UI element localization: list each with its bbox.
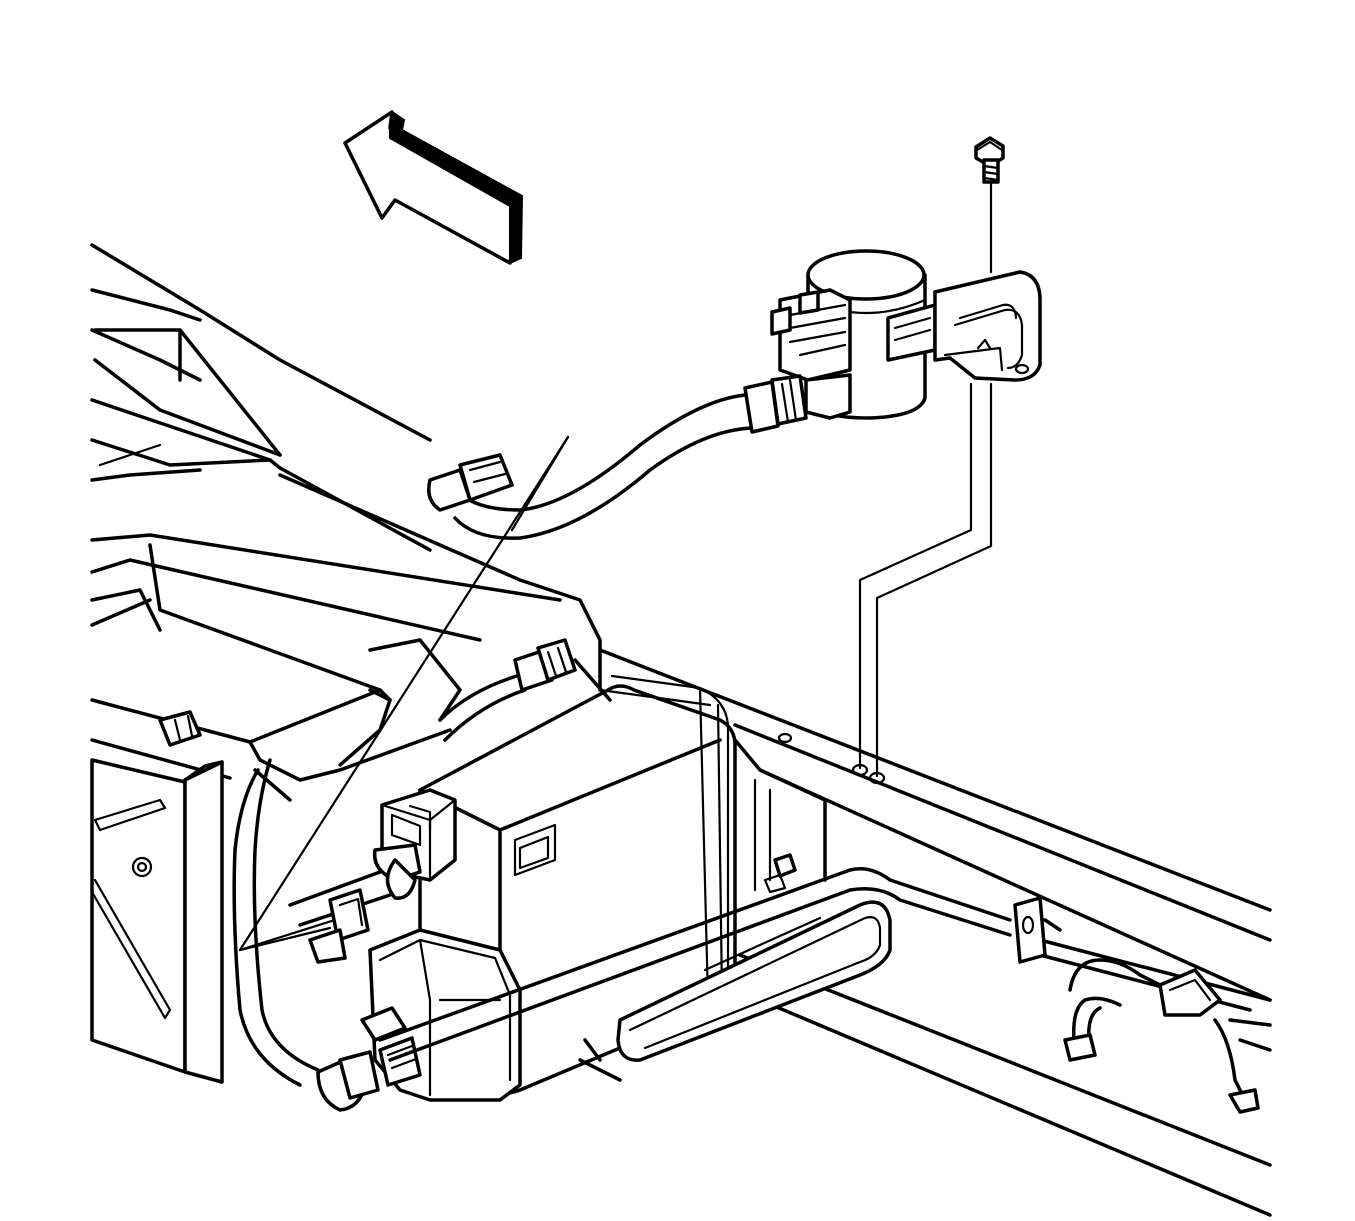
mounting-bolt-icon <box>974 136 1005 274</box>
left-bracket-plate <box>90 710 224 1084</box>
line-retainer-clips <box>1013 896 1272 1114</box>
fuel-lines <box>378 867 1272 1062</box>
bolt-alignment-lines <box>858 382 993 778</box>
vent-hose <box>427 374 808 540</box>
vent-valve-solenoid <box>770 249 1042 420</box>
canister-lower-hose <box>232 758 380 1112</box>
canister-upper-hose <box>438 638 612 742</box>
direction-arrow-icon <box>343 110 524 265</box>
